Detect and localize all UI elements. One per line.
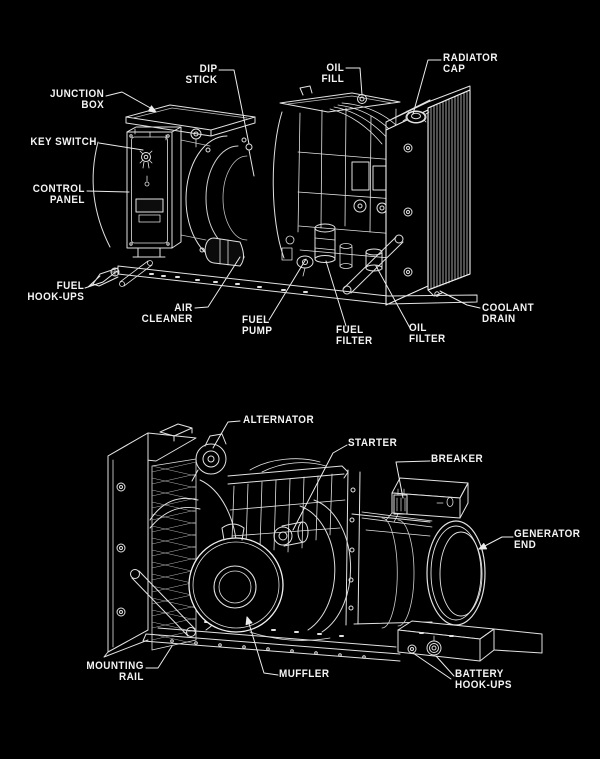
oil-filter-drawing (365, 248, 383, 272)
leader-key-switch (98, 142, 144, 151)
leader-coolant-drain (439, 290, 481, 309)
muffler-drawing (188, 523, 284, 633)
starter-drawing (273, 521, 309, 547)
label-mounting-rail: MOUNTING RAIL (86, 660, 144, 683)
label-generator-end: GENERATOR END (514, 528, 581, 551)
leader-junction-box (105, 91, 155, 111)
leader-oil-filter (375, 265, 411, 329)
bottom-figure (103, 420, 543, 680)
leader-dip-stick (218, 69, 250, 145)
dip-stick-drawing (245, 143, 255, 177)
alternator-drawing (191, 433, 227, 482)
fuel-filter-drawing (314, 223, 353, 269)
label-radiator-cap: RADIATOR CAP (443, 52, 498, 75)
label-fuel-hookups: FUEL HOOK-UPS (27, 280, 84, 303)
engine-drawing (204, 85, 413, 277)
leader-arrow-muffler (245, 616, 253, 626)
label-key-switch: KEY SWITCH (30, 136, 97, 148)
label-oil-filter: OIL FILTER (409, 322, 446, 345)
coolant-drain-drawing (427, 289, 443, 297)
bell-housing-drawing (299, 499, 352, 633)
leader-arrow-generator-end (478, 543, 488, 550)
label-dip-stick: DIP STICK (185, 63, 217, 86)
leader-mounting-rail (145, 645, 173, 669)
engine-bottom-drawing (191, 433, 361, 641)
panel-door-arc (92, 141, 111, 248)
leader-fuel-hookups (84, 270, 118, 289)
leader-radiator-cap (412, 59, 442, 115)
control-panel-drawing (92, 126, 182, 258)
label-control-panel: CONTROL PANEL (32, 183, 85, 206)
leader-alternator (212, 420, 241, 449)
breaker-box-drawing (385, 477, 469, 523)
label-coolant-drain: COOLANT DRAIN (482, 302, 535, 325)
label-starter: STARTER (348, 437, 398, 449)
label-battery-hookups: BATTERY HOOK-UPS (455, 668, 512, 691)
air-cleaner-drawing (204, 237, 244, 267)
generator-end-drawing (351, 511, 486, 629)
radiator-cap-drawing (402, 110, 430, 124)
leader-battery-hookup-1 (435, 655, 455, 677)
leader-fuel-pump (268, 258, 307, 321)
label-fuel-filter: FUEL FILTER (336, 324, 373, 347)
leader-battery-hookup-2 (412, 652, 452, 680)
leader-lines-top (84, 59, 481, 329)
key-switch-drawing (139, 150, 153, 169)
battery-tray-drawing (397, 620, 543, 662)
leader-air-cleaner (194, 256, 241, 309)
top-figure (84, 59, 481, 329)
label-air-cleaner: AIR CLEANER (141, 302, 193, 325)
radiator-bottom-drawing (103, 423, 197, 658)
label-alternator: ALTERNATOR (243, 414, 315, 426)
leader-starter (292, 444, 348, 531)
label-oil-fill: OIL FILL (321, 62, 344, 85)
label-muffler: MUFFLER (279, 668, 330, 680)
mounting-rail-drawing (130, 569, 401, 662)
leader-control-panel (86, 190, 130, 193)
junction-box-drawing (125, 104, 256, 148)
label-junction-box: JUNCTION BOX (49, 88, 104, 111)
radiator-drawing (385, 85, 471, 306)
leader-breaker (395, 460, 431, 499)
oil-fill-cap-drawing (357, 94, 367, 104)
label-breaker: BREAKER (431, 453, 484, 465)
leader-fuel-filter (325, 260, 347, 327)
leader-generator-end (478, 536, 514, 550)
fuel-pump-drawing (296, 255, 314, 277)
leader-muffler (246, 616, 279, 676)
leader-arrow-junction-box (148, 105, 157, 113)
battery-terminals-drawing (407, 635, 442, 656)
base-skid-drawing (87, 234, 478, 305)
leader-oil-fill (345, 67, 363, 96)
leader-lines-bottom (145, 420, 514, 680)
label-fuel-pump: FUEL PUMP (242, 314, 273, 337)
